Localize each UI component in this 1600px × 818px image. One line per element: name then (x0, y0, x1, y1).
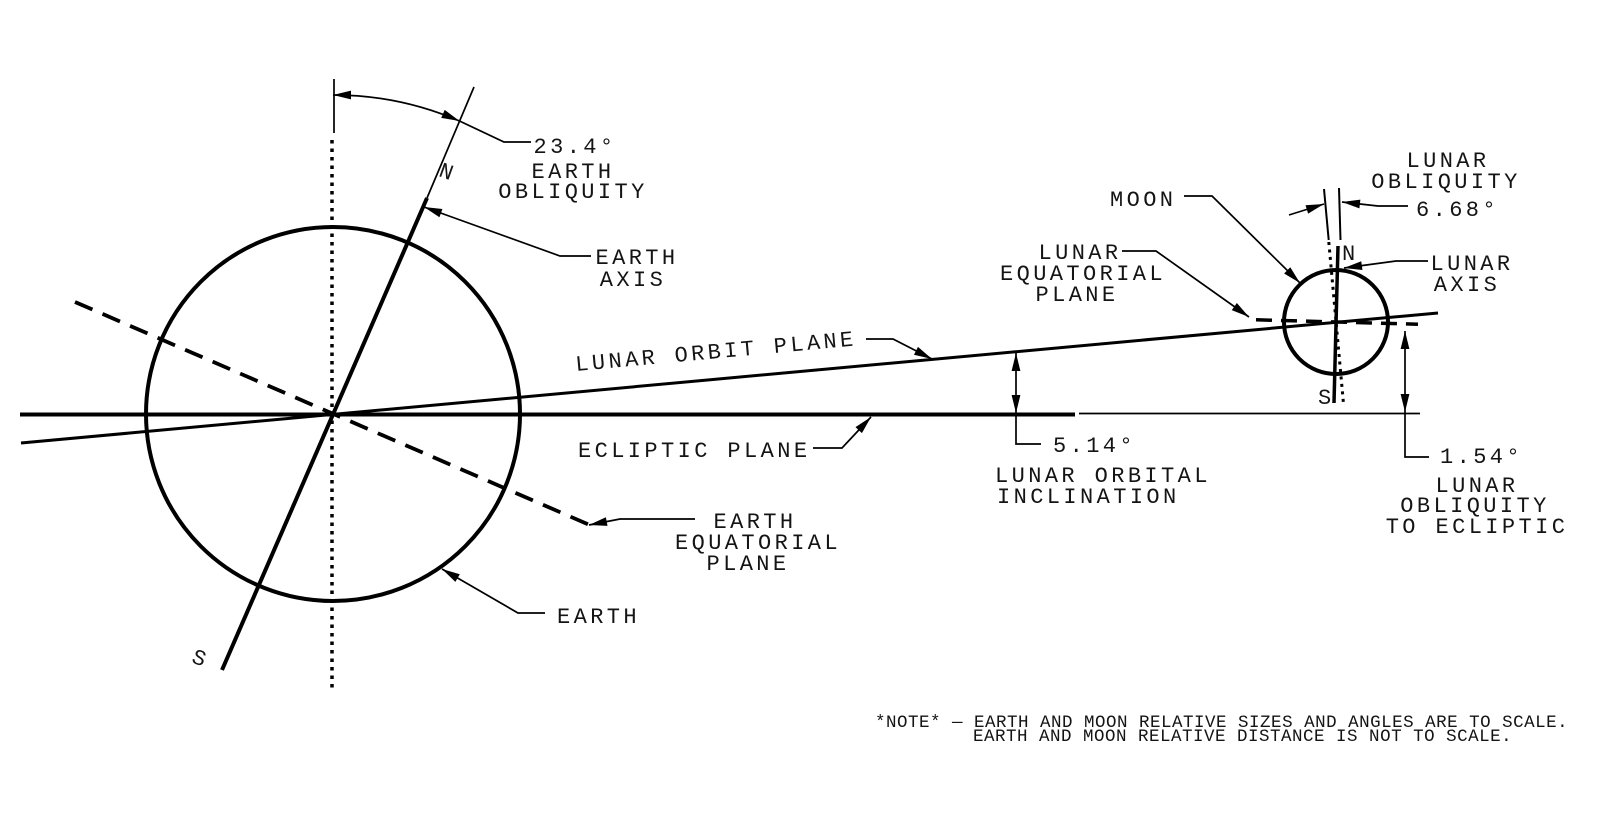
lunar-obliquity-to-ecliptic-label-line2: OBLIQUITY (1400, 494, 1549, 519)
lunar-axis-leader (1343, 260, 1428, 270)
lunar-obliquity-to-ecliptic-value: 1.54° (1440, 445, 1523, 470)
earth-axis-label-line1: EARTH (595, 246, 678, 271)
earth-equatorial-plane-leader (588, 517, 695, 526)
earth-equatorial-plane-label-line2: EQUATORIAL (675, 531, 841, 556)
orbit-normal-tick (1323, 188, 1330, 241)
orbit-normal-dotted-line (1327, 241, 1346, 406)
earth-axis-label-line2: AXIS (600, 268, 666, 293)
ecliptic-plane-leader (813, 416, 872, 449)
lunar-axis-label-line2: AXIS (1434, 273, 1500, 298)
earth-obliquity-label-line1: EARTH (531, 160, 614, 185)
inclination-dimension-leader (1015, 413, 1041, 445)
lunar-equatorial-plane-label-line2: EQUATORIAL (1000, 262, 1166, 287)
earth-obliquity-leader (459, 120, 531, 143)
lunar-obliquity-label-line1: LUNAR (1406, 149, 1489, 174)
lunar-obliquity-label-line2: OBLIQUITY (1371, 170, 1520, 195)
earth-circle (144, 225, 522, 603)
moon-south-pole-label: S (1318, 386, 1335, 411)
lunar-equatorial-plane-leader (1122, 250, 1250, 318)
lunar-orbit-plane-line (20, 311, 1439, 445)
earth-equatorial-plane-label-line3: PLANE (706, 552, 789, 577)
obliquity-to-ecliptic-dimension-leader (1404, 412, 1429, 458)
earth-obliquity-arc (332, 90, 460, 122)
lunar-obliquity-to-ecliptic-label-line1: LUNAR (1435, 474, 1518, 499)
lunar-orbital-inclination-label-line1: LUNAR ORBITAL (995, 464, 1211, 489)
earth-label: EARTH (557, 605, 640, 630)
lunar-equatorial-plane-label-line1: LUNAR (1038, 241, 1121, 266)
earth-axis-line (220, 197, 429, 671)
ecliptic-plane-label: ECLIPTIC PLANE (578, 439, 810, 464)
note-line1: *NOTE* — EARTH AND MOON RELATIVE SIZES A… (875, 713, 1568, 733)
lunar-orbital-inclination-value: 5.14° (1053, 434, 1136, 459)
earth-leader (441, 568, 545, 614)
lunar-orbit-plane-leader (866, 338, 933, 360)
lunar-equatorial-plane-label-line3: PLANE (1035, 283, 1118, 308)
note-line2: EARTH AND MOON RELATIVE DISTANCE IS NOT … (973, 727, 1512, 747)
moon-label: MOON (1110, 188, 1176, 213)
earth-equatorial-plane-label-line1: EARTH (713, 510, 796, 535)
lunar-obliquity-left-arrow (1288, 203, 1325, 216)
lunar-axis-tick (1338, 187, 1342, 241)
moon-north-pole-label: N (1342, 242, 1359, 267)
lunar-axis-label-line1: LUNAR (1430, 252, 1513, 277)
earth-obliquity-label-line2: OBLIQUITY (498, 180, 647, 205)
lunar-obliquity-to-ecliptic-label-line3: TO ECLIPTIC (1386, 515, 1569, 540)
moon-leader (1184, 195, 1301, 284)
earth-axis-leader (423, 206, 591, 257)
earth-north-pole-label: N (435, 159, 459, 188)
lunar-obliquity-value: 6.68° (1416, 198, 1499, 223)
lunar-obliquity-right-leader (1341, 199, 1408, 209)
earth-obliquity-value: 23.4° (533, 135, 616, 160)
earth-axis-extension-line (426, 86, 475, 199)
earth-south-pole-label: S (188, 645, 212, 674)
lunar-orbital-inclination-label-line2: INCLINATION (997, 485, 1180, 510)
